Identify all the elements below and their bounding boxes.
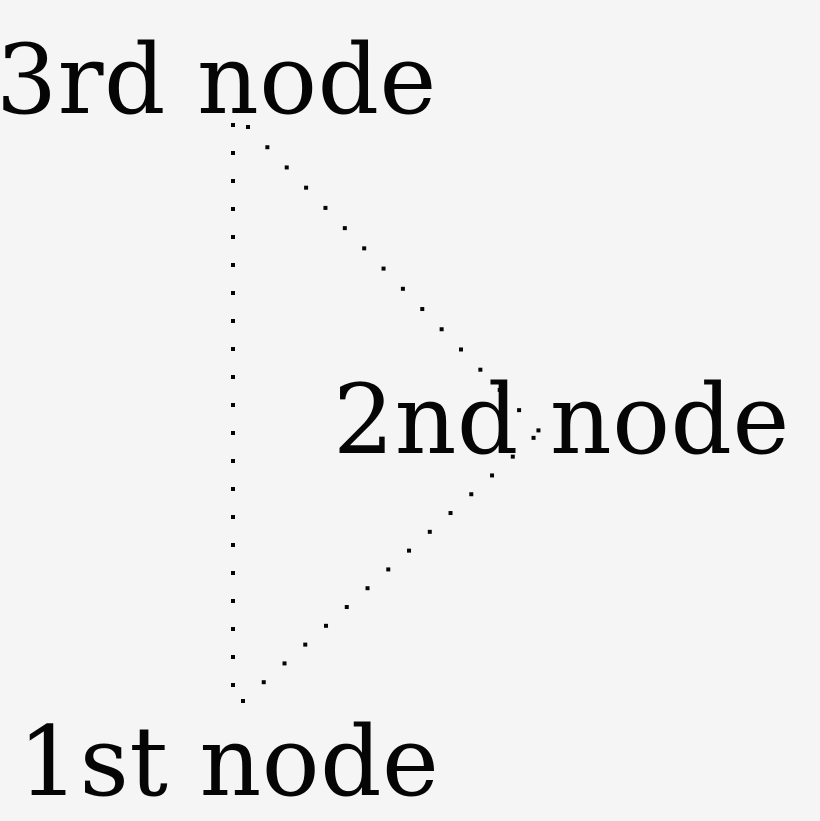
edge-dot: [231, 431, 235, 435]
edge-dot: [344, 605, 349, 610]
edge-dot: [459, 347, 463, 352]
edge-dot: [231, 375, 235, 379]
edge-dot: [342, 226, 347, 231]
edge-dot: [241, 699, 245, 703]
edge-dot: [231, 263, 235, 267]
edge-dot: [407, 548, 412, 553]
dotted-edge: [231, 123, 235, 687]
edge-dot: [231, 599, 235, 603]
edge-dot: [231, 235, 235, 239]
edge-dot: [231, 459, 235, 463]
edge-dot: [323, 205, 328, 210]
edge-dot: [362, 246, 367, 251]
node-label-3rd-node: 3rd node: [0, 24, 437, 136]
edge-dot: [365, 586, 370, 591]
edge-dot: [400, 286, 405, 291]
edge-dot: [231, 543, 235, 547]
edge-dot: [231, 291, 235, 295]
edge-dot: [261, 680, 266, 685]
edge-dot: [381, 266, 386, 271]
edge-dot: [303, 642, 308, 647]
node-label-2nd-node: 2nd node: [333, 364, 790, 476]
edge-dot: [448, 511, 453, 516]
edge-dot: [231, 515, 235, 519]
edge-dot: [231, 319, 235, 323]
edge-dot: [231, 571, 235, 575]
edge-dot: [284, 165, 289, 170]
edge-dot: [231, 655, 235, 659]
edge-dot: [231, 179, 235, 183]
edge-dot: [427, 529, 432, 534]
edge-dot: [231, 487, 235, 491]
edge-dot: [304, 185, 309, 190]
edge-dot: [420, 307, 425, 312]
edge-dot: [265, 145, 270, 150]
edge-dot: [231, 627, 235, 631]
edge-dot: [231, 207, 235, 211]
edge-dot: [439, 327, 444, 332]
edge-dot: [231, 347, 235, 351]
edge-dot: [324, 623, 329, 628]
edge-dot: [231, 403, 235, 407]
node-label-1st-node: 1st node: [18, 706, 440, 818]
edge-dot: [282, 661, 287, 666]
edge-dot: [386, 567, 391, 572]
edge-dot: [231, 151, 235, 155]
edge-dot: [231, 683, 235, 687]
edge-dot: [469, 492, 474, 497]
